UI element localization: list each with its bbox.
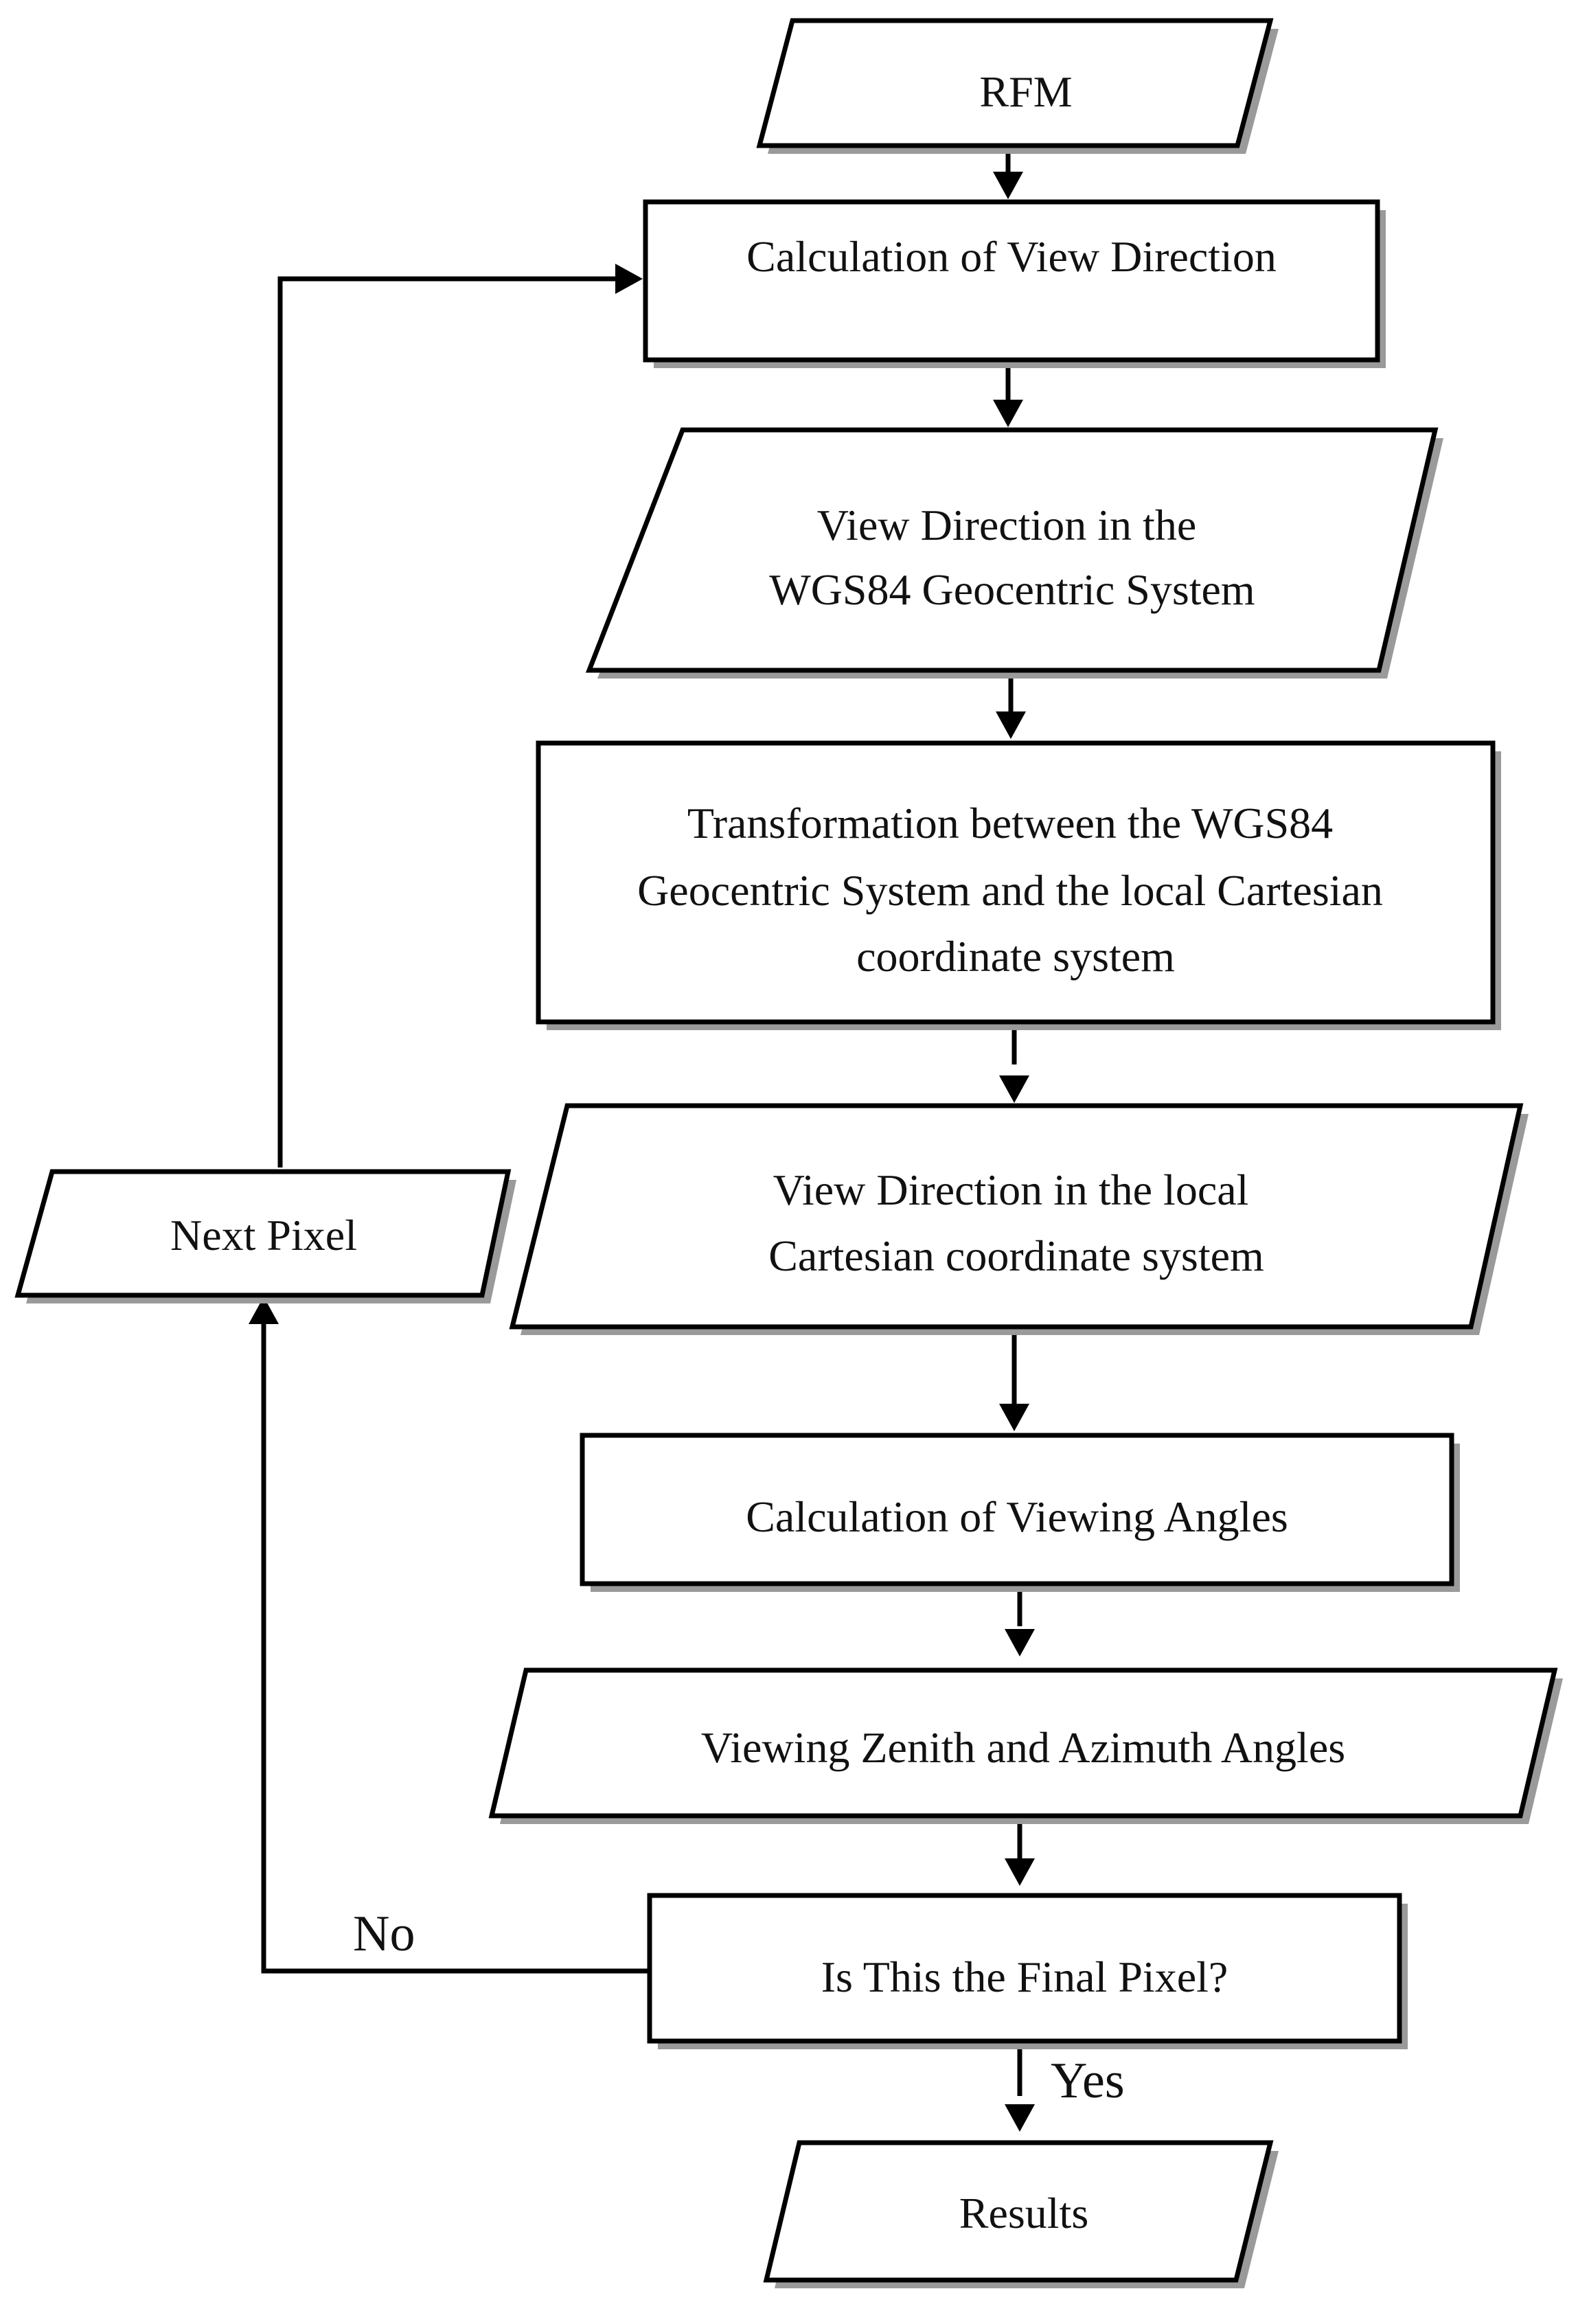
results-label: Results (959, 2189, 1088, 2237)
transformation-line-3: coordinate system (856, 932, 1175, 981)
rfm-label: RFM (979, 67, 1072, 116)
node-calc-viewing-angles: Calculation of Viewing Angles (580, 1433, 1460, 1592)
node-calc-view-direction: Calculation of View Direction (643, 199, 1386, 368)
edge-label-yes: Yes (1051, 2053, 1125, 2109)
arrowhead-angles (999, 1404, 1029, 1431)
arrowhead-nextpixel (249, 1297, 279, 1324)
wgs84-line-2: WGS84 Geocentric System (769, 565, 1255, 614)
node-transformation: Transformation between the WGS84 Geocent… (536, 740, 1501, 1030)
calc-view-direction-label: Calculation of View Direction (746, 232, 1277, 281)
node-view-direction-wgs84: View Direction in the WGS84 Geocentric S… (585, 427, 1443, 679)
view-direction-local-label: View Direction in the local Cartesian co… (768, 1165, 1264, 1280)
local-line-2: Cartesian coordinate system (768, 1231, 1264, 1280)
zenith-azimuth-label: Viewing Zenith and Azimuth Angles (701, 1723, 1345, 1772)
node-zenith-azimuth: Viewing Zenith and Azimuth Angles (488, 1667, 1563, 1824)
calc-viewing-angles-label: Calculation of Viewing Angles (746, 1492, 1288, 1541)
transformation-line-1: Transformation between the WGS84 (687, 799, 1333, 847)
node-results: Results (763, 2140, 1279, 2288)
arrowhead-check (1005, 1858, 1035, 1886)
edge-label-no: No (353, 1906, 415, 1962)
wgs84-line-1: View Direction in the (817, 501, 1196, 549)
arrowhead-loop-calc (615, 264, 643, 294)
node-next-pixel: Next Pixel (14, 1169, 516, 1303)
transformation-line-2: Geocentric System and the local Cartesia… (637, 866, 1383, 915)
node-view-direction-local: View Direction in the local Cartesian co… (509, 1103, 1529, 1335)
view-direction-wgs84-label: View Direction in the WGS84 Geocentric S… (769, 501, 1255, 614)
connectors (261, 144, 1022, 2096)
edge-nextpixel-to-calc (277, 276, 617, 1167)
edge-check-to-nextpixel (261, 1321, 648, 1974)
arrowhead-local (999, 1075, 1029, 1103)
next-pixel-label: Next Pixel (170, 1211, 357, 1260)
arrowhead-results (1005, 2104, 1035, 2132)
arrowhead-calc (993, 172, 1023, 199)
local-line-1: View Direction in the local (773, 1165, 1249, 1214)
arrowheads (249, 172, 1035, 2132)
node-rfm: RFM (756, 18, 1279, 154)
transformation-label: Transformation between the WGS84 Geocent… (637, 799, 1394, 981)
arrowhead-transform (996, 711, 1026, 739)
arrowhead-wgs84 (993, 400, 1023, 427)
arrowhead-zenith (1005, 1629, 1035, 1656)
final-pixel-check-label: Is This the Final Pixel? (821, 1952, 1228, 2001)
node-final-pixel-check: Is This the Final Pixel? (647, 1893, 1408, 2049)
